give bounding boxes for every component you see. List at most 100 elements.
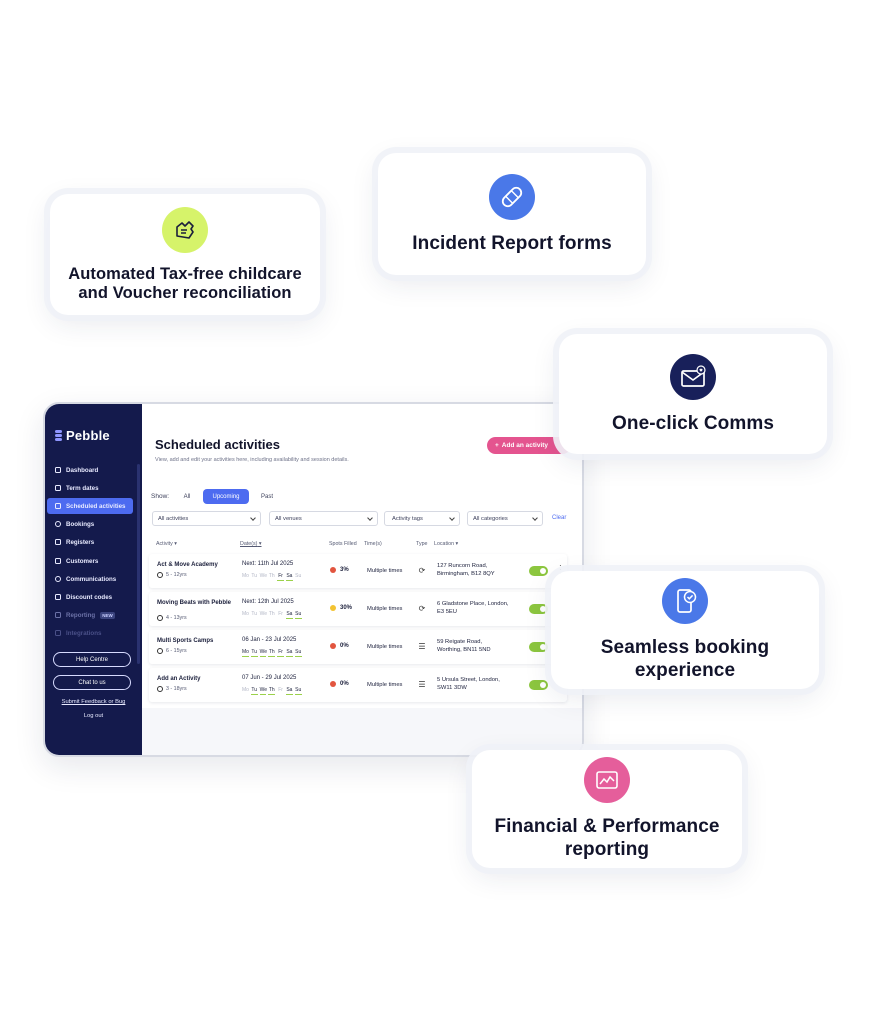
venues-select[interactable]: All venues xyxy=(269,511,378,526)
clear-filters-link[interactable]: Clear xyxy=(552,515,567,521)
plus-icon: + xyxy=(495,442,499,449)
list-icon xyxy=(55,503,61,509)
new-badge: NEW xyxy=(100,611,115,619)
weekday-label: Sa xyxy=(285,611,293,619)
sidebar-item-bookings[interactable]: Bookings xyxy=(47,516,133,532)
select-value: Activity tags xyxy=(392,515,423,522)
sidebar-item-label: Registers xyxy=(66,538,95,546)
sidebar-item-communications[interactable]: Communications xyxy=(47,571,133,587)
activity-tags-select[interactable]: Activity tags xyxy=(384,511,460,526)
sidebar-item-integrations[interactable]: Integrations xyxy=(47,625,133,641)
status-dot-icon xyxy=(330,567,336,573)
table-row[interactable]: Act & Move Academy 5 - 12yrs Next: 11th … xyxy=(149,554,567,588)
card-title-line-2: and Voucher reconciliation xyxy=(78,283,292,302)
weekday-label: We xyxy=(259,611,268,617)
submit-feedback-link[interactable]: Submit Feedback or Bug xyxy=(61,699,126,705)
activity-times: Multiple times xyxy=(367,606,403,612)
sidebar-item-label: Bookings xyxy=(66,520,95,528)
list-icon: ☰ xyxy=(418,679,426,689)
sidebar-item-label: Reporting xyxy=(66,611,96,619)
weekday-label: Th xyxy=(268,687,276,695)
weekday-label: Su xyxy=(295,573,302,579)
sidebar-item-customers[interactable]: Customers xyxy=(47,553,133,569)
weekday-label: Su xyxy=(294,611,302,619)
column-header-type: Type xyxy=(416,541,428,547)
activity-name[interactable]: Act & Move Academy xyxy=(157,562,218,568)
bandage-icon xyxy=(489,173,535,220)
feature-card-incident-report: Incident Report forms xyxy=(378,153,646,275)
activity-dates: 06 Jan - 23 Jul 2025 xyxy=(242,637,297,643)
help-centre-button[interactable]: Help Centre xyxy=(53,652,131,667)
activity-name[interactable]: Add an Activity xyxy=(157,676,201,682)
activity-dates: Next: 12th Jul 2025 xyxy=(242,599,294,605)
activity-location: 127 Runcorn Road,Birmingham, B12 8QY xyxy=(437,563,495,577)
sidebar-item-registers[interactable]: Registers xyxy=(47,534,133,550)
sidebar-item-discount-codes[interactable]: Discount codes xyxy=(47,589,133,605)
repeat-icon: ⟳ xyxy=(418,603,426,613)
card-title-line-1: Financial & Performance xyxy=(494,816,720,837)
sidebar-scrollbar[interactable] xyxy=(137,464,140,664)
dashboard-icon xyxy=(55,467,61,473)
spots-filled: 3% xyxy=(330,567,349,573)
weekday-label: We xyxy=(259,687,268,695)
brand-logo[interactable]: Pebble xyxy=(55,428,110,443)
column-header-spots-filled: Spots Filled xyxy=(329,541,357,547)
chevron-down-icon xyxy=(367,514,373,521)
activity-name[interactable]: Moving Beats with Pebble xyxy=(157,600,232,606)
activity-location: 59 Reigate Road,Worthing, BN11 5ND xyxy=(437,639,491,653)
chart-icon xyxy=(584,757,630,803)
child-icon xyxy=(157,648,163,654)
weekday-label: Fr xyxy=(277,649,284,657)
sidebar-item-label: Communications xyxy=(66,575,117,583)
age-range: 3 - 18yrs xyxy=(157,686,187,692)
chat-to-us-button[interactable]: Chat to us xyxy=(53,675,131,690)
activity-name[interactable]: Multi Sports Camps xyxy=(157,638,214,644)
feature-card-financial-reporting: Financial & Performance reporting xyxy=(472,750,742,868)
add-activity-label: Add an activity xyxy=(501,442,549,449)
table-row[interactable]: Moving Beats with Pebble 4 - 13yrs Next:… xyxy=(149,592,567,626)
column-header-activity[interactable]: Activity ▾ xyxy=(156,541,177,547)
column-header-dates[interactable]: Date(s) ▾ xyxy=(240,541,262,547)
filter-tab-upcoming[interactable]: Upcoming xyxy=(203,489,249,504)
sidebar-item-dashboard[interactable]: Dashboard xyxy=(47,462,133,478)
weekday-label: We xyxy=(259,573,268,579)
card-title-line-1: Seamless booking xyxy=(600,637,770,658)
weekday-label: Mo xyxy=(242,573,249,579)
bar-chart-icon xyxy=(55,612,61,618)
age-range: 6 - 15yrs xyxy=(157,648,187,654)
sidebar-item-reporting[interactable]: Reporting NEW xyxy=(47,607,133,623)
table-row[interactable]: Add an Activity 3 - 18yrs 07 Jun - 29 Ju… xyxy=(149,668,567,702)
weekday-label: Tu xyxy=(250,687,258,695)
activity-times: Multiple times xyxy=(367,644,403,650)
page-subtitle: View, add and edit your activities here,… xyxy=(155,457,349,463)
logout-link[interactable]: Log out xyxy=(83,713,104,719)
spots-filled: 0% xyxy=(330,643,349,649)
filter-tab-all[interactable]: All xyxy=(183,493,191,500)
share-icon xyxy=(55,576,61,582)
active-toggle[interactable] xyxy=(529,680,548,690)
active-toggle[interactable] xyxy=(529,566,548,576)
add-activity-button[interactable]: +Add an activity xyxy=(487,437,571,454)
sidebar-item-term-dates[interactable]: Term dates xyxy=(47,480,133,496)
activities-select[interactable]: All activities xyxy=(152,511,261,526)
weekday-label: Th xyxy=(268,573,275,579)
card-title: Incident Report forms xyxy=(412,232,612,254)
weekday-label: Su xyxy=(294,649,302,657)
weekday-label: Mo xyxy=(242,611,249,617)
weekday-label: Su xyxy=(294,687,302,695)
spots-filled: 0% xyxy=(330,681,349,687)
weekday-label: Tu xyxy=(251,611,258,617)
active-toggle[interactable] xyxy=(529,642,548,652)
status-dot-icon xyxy=(330,605,336,611)
sidebar-item-label: Scheduled activities xyxy=(66,502,126,510)
activity-location: 5 Ursula Street, London,SW11 3DW xyxy=(437,677,500,691)
child-icon xyxy=(157,572,163,578)
filter-tab-past[interactable]: Past xyxy=(260,493,273,500)
active-toggle[interactable] xyxy=(529,604,548,614)
table-row[interactable]: Multi Sports Camps 6 - 15yrs 06 Jan - 23… xyxy=(149,630,567,664)
categories-select[interactable]: All categories xyxy=(467,511,543,526)
column-header-location[interactable]: Location ▾ xyxy=(434,541,459,547)
sidebar-item-scheduled-activities[interactable]: Scheduled activities xyxy=(47,498,133,514)
repeat-icon: ⟳ xyxy=(418,565,426,575)
